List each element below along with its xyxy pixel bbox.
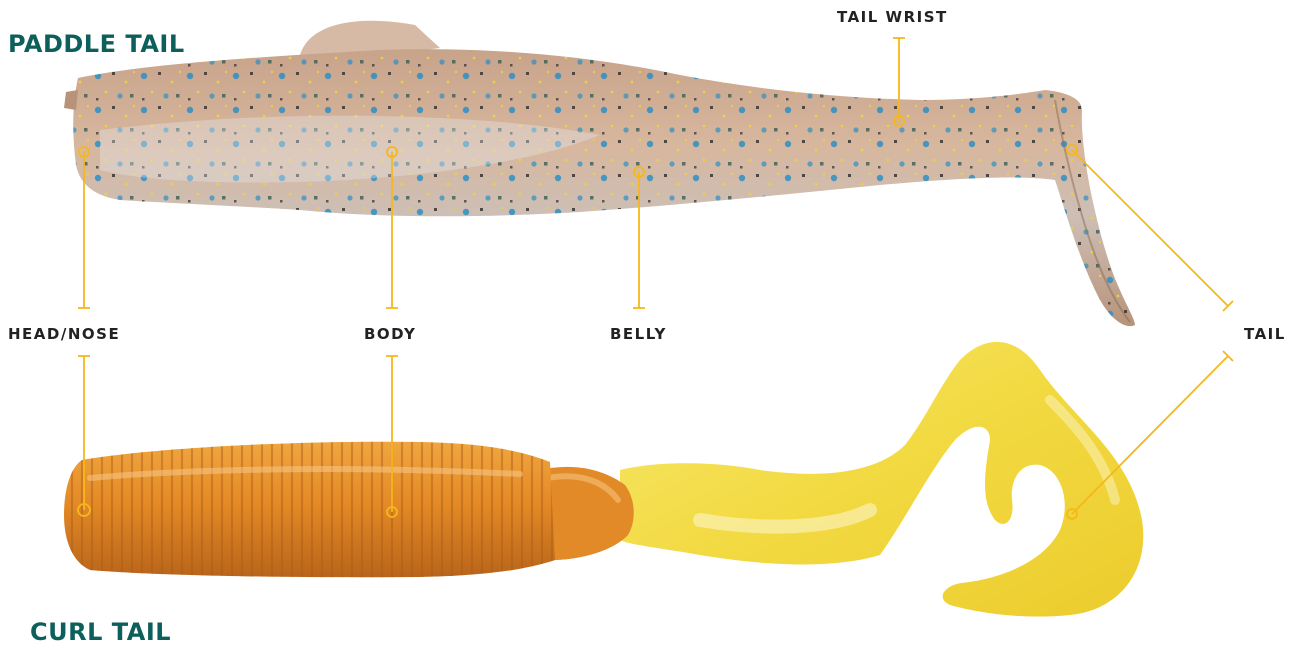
curl-tail-lure	[64, 342, 1143, 617]
paddle-tail-lure	[64, 21, 1135, 326]
curl-tail-heading: CURL TAIL	[30, 618, 171, 645]
belly-label: BELLY	[610, 325, 667, 343]
paddle-tail-heading: PADDLE TAIL	[8, 30, 185, 58]
head-nose-label: HEAD/NOSE	[8, 325, 120, 343]
tail-label: TAIL	[1244, 325, 1286, 343]
body-label: BODY	[364, 325, 416, 343]
tail-wrist-label: TAIL WRIST	[837, 8, 948, 26]
